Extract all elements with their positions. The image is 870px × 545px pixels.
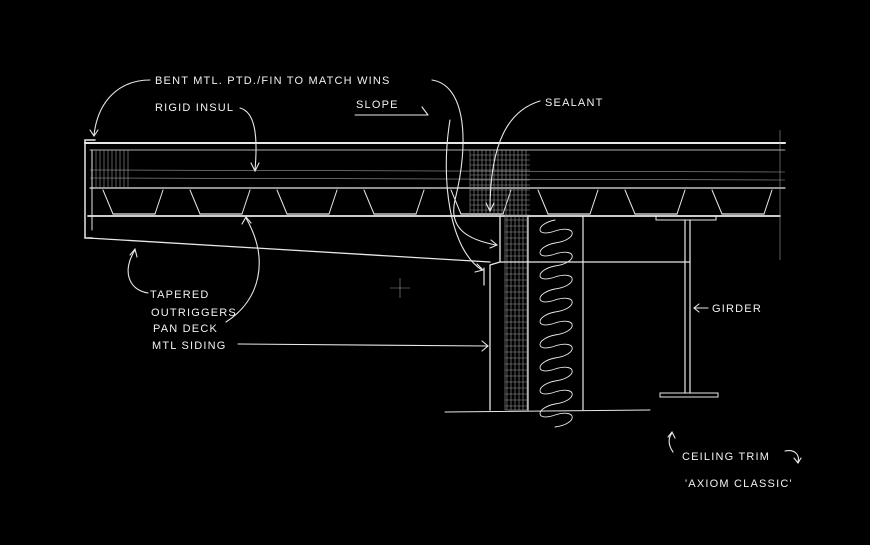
deck-rib-web <box>189 189 201 215</box>
deck-rib-web <box>415 189 425 215</box>
arrow-rigid-insul <box>250 162 260 173</box>
label-pan-deck: PAN DECK <box>153 323 218 335</box>
leader-wins <box>431 79 497 246</box>
leader-pan-deck <box>225 217 260 323</box>
label-outriggers: OUTRIGGERS <box>151 307 237 319</box>
steel-girder <box>655 215 719 398</box>
label-axiom-classic: 'AXIOM CLASSIC' <box>685 478 793 490</box>
rigid-insulation-line-2 <box>89 177 786 181</box>
deck-rib-web <box>450 189 462 215</box>
leader-tapered <box>127 249 149 294</box>
arrow-ceiling-trim <box>667 430 676 439</box>
deck-rib-web <box>763 189 773 215</box>
pan-deck-ribs <box>102 189 773 215</box>
leader-ceiling-trim-right <box>784 450 799 463</box>
arrow-wins <box>489 239 499 249</box>
sheathing-hatch <box>505 216 527 410</box>
leader-mtl-siding <box>237 343 489 347</box>
leader-sealant <box>489 100 541 211</box>
deck-rib-web <box>102 189 114 215</box>
sheathing <box>504 215 528 411</box>
label-bent-metal: BENT MTL. PTD./FIN TO MATCH WINS <box>155 75 391 87</box>
deck-rib-web <box>589 189 599 215</box>
deck-rib-web <box>676 189 686 215</box>
arrow-tapered <box>129 247 138 258</box>
label-slope: SLOPE <box>356 99 399 111</box>
fascia-hatch <box>95 150 129 188</box>
arrow-ceiling-trim-right <box>793 457 802 464</box>
batt-insulation <box>539 219 573 428</box>
label-sealant: SEALANT <box>545 97 604 109</box>
label-girder: GIRDER <box>712 303 762 315</box>
deck-rib-web <box>241 189 251 215</box>
tapered-outrigger-bottom <box>87 237 491 263</box>
rigid-insulation-line <box>89 169 786 173</box>
slope-arrow <box>421 106 429 116</box>
wall-base-line <box>444 409 651 413</box>
leader-bent-metal <box>93 79 151 136</box>
arrow-bent-metal <box>89 129 99 137</box>
deck-rib-web <box>154 189 164 215</box>
deck-rib-web <box>363 189 375 215</box>
deck-rib-web <box>624 189 636 215</box>
arrow-pan-deck <box>241 216 252 225</box>
fascia-flashing <box>84 139 96 239</box>
arrow-sealant <box>485 202 495 213</box>
label-ceiling-trim: CEILING TRIM <box>682 451 770 463</box>
sealant-hatch <box>469 150 530 216</box>
leader-ceiling-trim <box>668 432 674 453</box>
deck-rib-web <box>328 189 338 215</box>
leader-rigid-insul <box>239 107 257 171</box>
label-rigid-insul: RIGID INSUL <box>155 102 234 114</box>
arrow-girder <box>693 303 700 313</box>
leader-trim <box>445 119 483 271</box>
metal-siding <box>489 215 501 411</box>
label-mtl-siding: MTL SIDING <box>152 340 227 352</box>
deck-rib-web <box>276 189 288 215</box>
deck-rib-web <box>537 189 549 215</box>
deck-rib-web <box>711 189 723 215</box>
label-tapered: TAPERED <box>150 289 210 301</box>
arrow-mtl-siding <box>481 340 489 352</box>
arrow-trim <box>474 263 485 273</box>
